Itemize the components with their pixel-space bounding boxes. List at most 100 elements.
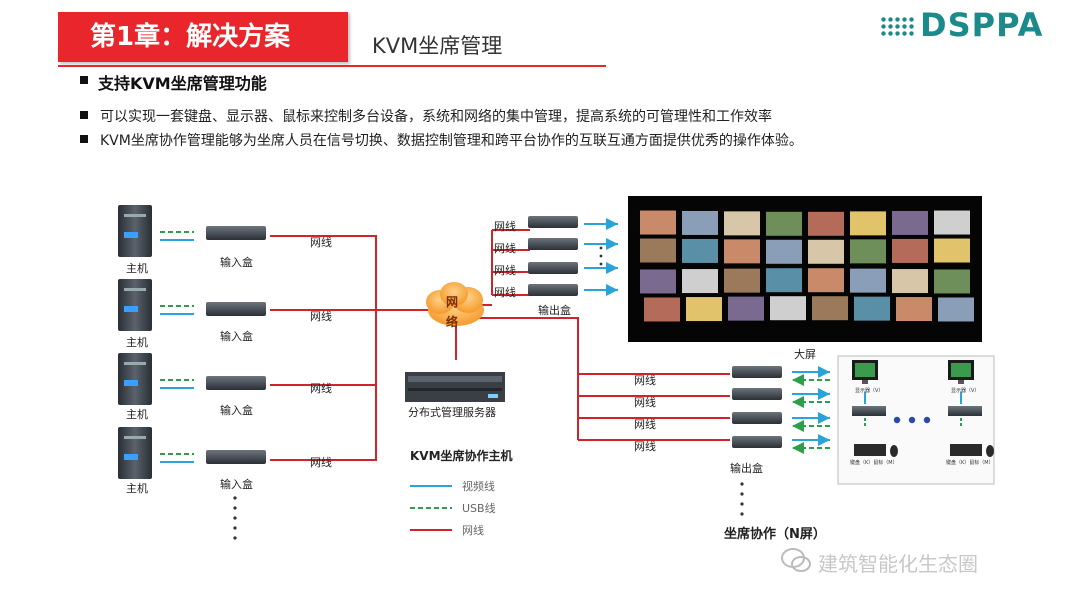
input-box-label-3: 输入盒: [220, 403, 253, 417]
video-wall-tile: [686, 297, 722, 322]
input-box-label-2: 输入盒: [220, 329, 253, 343]
input-box-2: [206, 302, 266, 316]
chapter-title: 第1章：解决方案: [58, 12, 348, 62]
monitor-label-2: 显示器（V）: [951, 388, 979, 394]
video-links-wall: [584, 218, 618, 296]
section-heading: 支持KVM坐席管理功能: [98, 74, 267, 93]
seat-station-2: [948, 360, 994, 457]
video-wall-tile: [892, 269, 928, 294]
video-wall-tile: [850, 239, 886, 264]
output-box-label-bottom: 输出盒: [730, 461, 763, 475]
host-computers: [118, 205, 152, 479]
logo-dots-icon: [880, 16, 916, 38]
video-wall-tile: [770, 296, 806, 321]
video-wall-tile: [644, 297, 680, 322]
logo-text: DSPPA: [920, 6, 1044, 44]
net-line-label: 网线: [494, 263, 516, 277]
video-wall-tile: [896, 297, 932, 322]
legend-usb-label: USB线: [462, 501, 496, 515]
bottom-output-dots: [740, 482, 744, 516]
output-boxes-top: [528, 216, 578, 296]
host-input-links: [160, 231, 194, 463]
host-pc-2: [118, 279, 152, 331]
video-wall-tile: [812, 296, 848, 321]
video-wall-tile: [938, 297, 974, 322]
host-pc-1: [118, 205, 152, 257]
page-subtitle: KVM坐席管理: [372, 34, 503, 58]
input-box-dots: [233, 496, 237, 540]
video-wall-tile: [724, 268, 760, 293]
input-box-4: [206, 450, 266, 464]
video-wall-tile: [808, 239, 844, 264]
legend-net-label: 网线: [462, 523, 484, 537]
kvm-label-1: 键盘（K）鼠标（M）: [850, 459, 898, 466]
server-label: 分布式管理服务器: [408, 405, 496, 419]
video-wall-tile: [724, 239, 760, 264]
big-screen-label: 大屏: [794, 347, 816, 361]
video-wall-tile: [850, 211, 886, 236]
net-line-label: 网线: [634, 373, 656, 387]
input-box-label-1: 输入盒: [220, 255, 253, 269]
management-server: [405, 372, 505, 402]
network-cloud-char-1: 网: [446, 295, 458, 309]
legend: [410, 485, 452, 531]
host-pc-3: [118, 353, 152, 405]
bullet-marker: [80, 111, 88, 119]
video-wall-tile: [808, 268, 844, 293]
seat-links: [792, 366, 830, 454]
seat-collab-label: 坐席协作（N屏）: [724, 526, 826, 542]
heading-bullet: [80, 76, 88, 84]
video-wall-tile: [640, 269, 676, 294]
input-box-1: [206, 226, 266, 240]
video-wall-tile: [934, 269, 970, 294]
video-wall-tile: [892, 210, 928, 235]
title-underline: [58, 65, 606, 67]
net-line-label: 网线: [310, 455, 332, 469]
video-wall-big-screen: [628, 196, 982, 342]
legend-video-label: 视频线: [462, 479, 495, 493]
output-boxes-bottom: [732, 366, 782, 448]
net-line-label: 网线: [310, 309, 332, 323]
net-line-label: 网线: [494, 219, 516, 233]
host-label-2: 主机: [126, 335, 148, 349]
video-wall-tile: [640, 238, 676, 263]
net-line-label: 网线: [634, 417, 656, 431]
monitor-label-1: 显示器（V）: [855, 388, 883, 394]
video-wall-tile: [728, 296, 764, 321]
host-label-1: 主机: [126, 261, 148, 275]
network-cloud-icon: [426, 282, 484, 326]
kvm-host-title: KVM坐席协作主机: [410, 448, 513, 463]
video-wall-tile: [682, 238, 718, 263]
host-label-4: 主机: [126, 481, 148, 495]
video-wall-tile: [854, 296, 890, 321]
net-line-label: 网线: [310, 235, 332, 249]
video-wall-tile: [682, 269, 718, 294]
video-wall-tile: [934, 210, 970, 235]
net-line-label: 网线: [634, 439, 656, 453]
video-wall-tiles: [640, 210, 974, 322]
input-box-label-4: 输入盒: [220, 477, 253, 491]
output-box-label-top: 输出盒: [538, 303, 571, 317]
network-cloud-label-2: 络: [446, 314, 458, 329]
bullet-text-2: KVM坐席协作管理能够为坐席人员在信号切换、数据控制管理和跨平台协作的互联互通方…: [100, 133, 803, 149]
network-cloud-label: 网: [446, 295, 458, 309]
video-wall-tile: [766, 268, 802, 293]
kvm-label-2: 键盘（K）鼠标（M）: [946, 459, 994, 466]
brand-logo: DSPPA: [880, 6, 1058, 44]
network-cloud-char-2: 络: [446, 314, 458, 329]
video-wall-tile: [766, 239, 802, 264]
bullet-text-1: 可以实现一套键盘、显示器、鼠标来控制多台设备，系统和网络的集中管理，提高系统的可…: [100, 109, 772, 125]
video-wall-tile: [850, 268, 886, 293]
video-wall-tile: [808, 211, 844, 236]
video-wall-tile: [682, 210, 718, 235]
video-wall-tile: [892, 238, 928, 263]
host-pc-4: [118, 427, 152, 479]
video-wall-tile: [766, 211, 802, 236]
watermark-text: 建筑智能化生态圈: [818, 552, 978, 576]
video-wall-tile: [724, 211, 760, 236]
net-line-label: 网线: [634, 395, 656, 409]
net-line-label: 网线: [494, 285, 516, 299]
seat-collab-panel: [837, 355, 995, 485]
wechat-icon: [780, 544, 812, 576]
